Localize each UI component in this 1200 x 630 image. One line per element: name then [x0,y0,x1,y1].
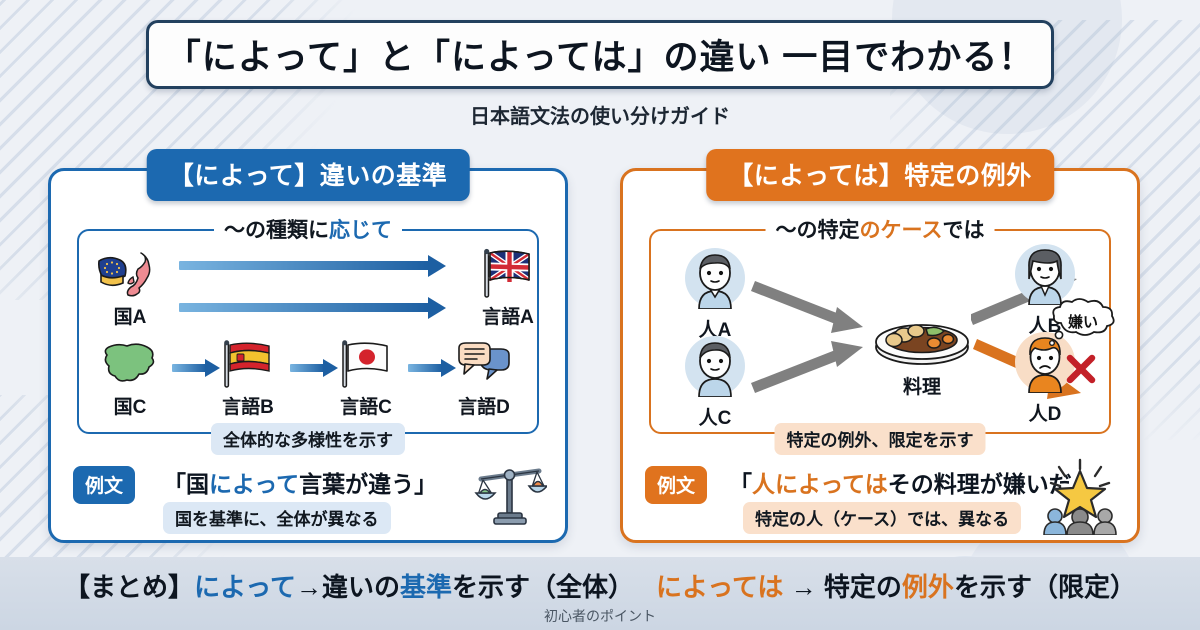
panel-niyotte-diagram: ～の種類に応じて [77,214,539,434]
summary-left-arrow: → [295,572,322,602]
node-language-c: 言語C [327,337,405,419]
right-example-sentence: 「人によってはその料理が嫌いだ」 [729,465,1095,499]
panel-niyotte: 【によって】違いの基準 ～の種類に応じて [48,149,568,543]
left-example-caption: 国を基準に、全体が異なる [163,502,391,534]
node-language-d-label: 言語D [458,397,510,418]
arrow-language-b-to-language-c [290,364,324,372]
row-country-c: 国C 言語B [91,337,523,419]
summary-right-accent: 例外 [901,572,954,602]
node-person-b: 人B [1003,243,1087,338]
node-person-a: 人A [673,247,757,342]
person-avatar-icon [1008,243,1082,310]
arrow-language-c-to-language-d [408,364,442,372]
summary-bar: 【まとめ】によって→違いの基準を示す（全体）によっては → 特定の例外を示す（限… [0,557,1200,630]
summary-left-accent: 基準 [400,572,453,602]
spain-flag-icon [217,337,279,389]
thought-bubble: 嫌い [1047,297,1125,354]
row-country-a: 国A [91,247,547,329]
speech-bubbles-icon [453,337,515,389]
left-example-badge: 例文 [73,466,136,504]
node-language-d: 言語D [445,337,523,419]
node-dish-label: 料理 [902,377,941,398]
node-country-a-label: 国A [113,307,147,328]
eu-flag-japan-map-icon [95,247,165,299]
node-person-d-label: 人D [1028,404,1062,425]
panel-niyotteha-caption: ～の特定のケースでは [765,214,995,244]
node-person-a-label: 人A [698,320,732,341]
node-language-c-label: 言語C [340,397,392,418]
uk-flag-icon [477,247,539,299]
node-language-b-label: 言語B [222,397,274,418]
left-example-sentence: 「国によって言葉が違う」 [163,465,437,499]
summary-text: 【まとめ】によって→違いの基準を示す（全体）によっては → 特定の例外を示す（限… [0,567,1200,604]
person-avatar-dislike-icon [1008,331,1082,398]
panel-niyotteha: 【によっては】特定の例外 ～の特定のケースでは [620,149,1140,543]
star-people-icon [1037,457,1123,540]
summary-left-post: を示す（全体） [452,572,635,602]
panel-niyotte-caption: ～の種類に応じて [214,214,402,244]
node-person-b-label: 人B [1028,316,1062,337]
summary-right-pre: 特定の [823,572,902,602]
panel-niyotteha-heading: 【によっては】特定の例外 [706,149,1054,201]
balance-scale-icon [473,459,549,534]
summary-right-arrow: → [790,572,817,602]
left-note: 全体的な多様性を示す [211,423,405,455]
page-title-box: 「によって」と「によっては」の違い 一目でわかる！ [146,20,1054,89]
right-example-caption: 特定の人（ケース）では、異なる [743,502,1022,534]
arrow-country-a-to-language-a-2 [179,303,429,312]
caption-plain-2: では [942,219,985,242]
left-example-post: 言葉が違う」 [299,471,438,497]
x-mark-icon [1063,351,1099,392]
arrow-country-c-to-language-b [172,364,206,372]
person-avatar-icon [678,247,752,314]
caption-plain-1: ～の特定 [775,219,860,242]
left-example-accent: によって [209,471,300,497]
china-map-icon [97,337,163,389]
right-example-pre: 「 [729,471,752,497]
summary-left-pre: 違いの [321,572,400,602]
right-example-badge: 例文 [645,466,708,504]
arrows-people-to-dish [751,281,863,393]
node-language-b: 言語B [209,337,287,419]
right-note: 特定の例外、限定を示す [774,423,986,455]
caption-accent: のケース [859,219,943,242]
japan-flag-icon [335,337,397,389]
node-country-c-label: 国C [113,397,147,418]
summary-right-post: を示す（限定） [953,572,1136,602]
summary-right-term: によっては [656,572,784,602]
arrow-country-a-to-language-a-1 [179,261,429,270]
summary-left-term: によって [194,572,296,602]
node-country-a: 国A [91,247,169,329]
summary-subtext: 初心者のポイント [544,608,656,624]
thought-bubble-text: 嫌い [1067,313,1098,331]
right-example-accent: 人によっては [752,471,888,497]
page-subtitle: 日本語文法の使い分けガイド [470,106,730,128]
node-language-a-label: 言語A [482,307,534,328]
node-person-c: 人C [673,335,757,430]
panel-niyotteha-diagram: ～の特定のケースでは 人A [649,214,1115,434]
panel-niyotte-heading: 【によって】違いの基準 [146,149,470,201]
node-person-d: 人D 嫌い [1003,298,1115,426]
person-avatar-icon [678,335,752,402]
summary-prefix: 【まとめ】 [64,572,195,602]
node-person-c-label: 人C [698,408,732,429]
page-title: 「によって」と「によっては」の違い 一目でわかる！ [165,38,1035,77]
node-country-c: 国C [91,337,169,419]
caption-accent: 応じて [329,219,392,242]
left-example-pre: 「国 [163,471,209,497]
caption-plain: ～の種類に [224,219,329,242]
node-dish: 料理 [867,307,977,399]
dish-food-icon [867,307,977,374]
node-language-a: 言語A [469,247,547,329]
